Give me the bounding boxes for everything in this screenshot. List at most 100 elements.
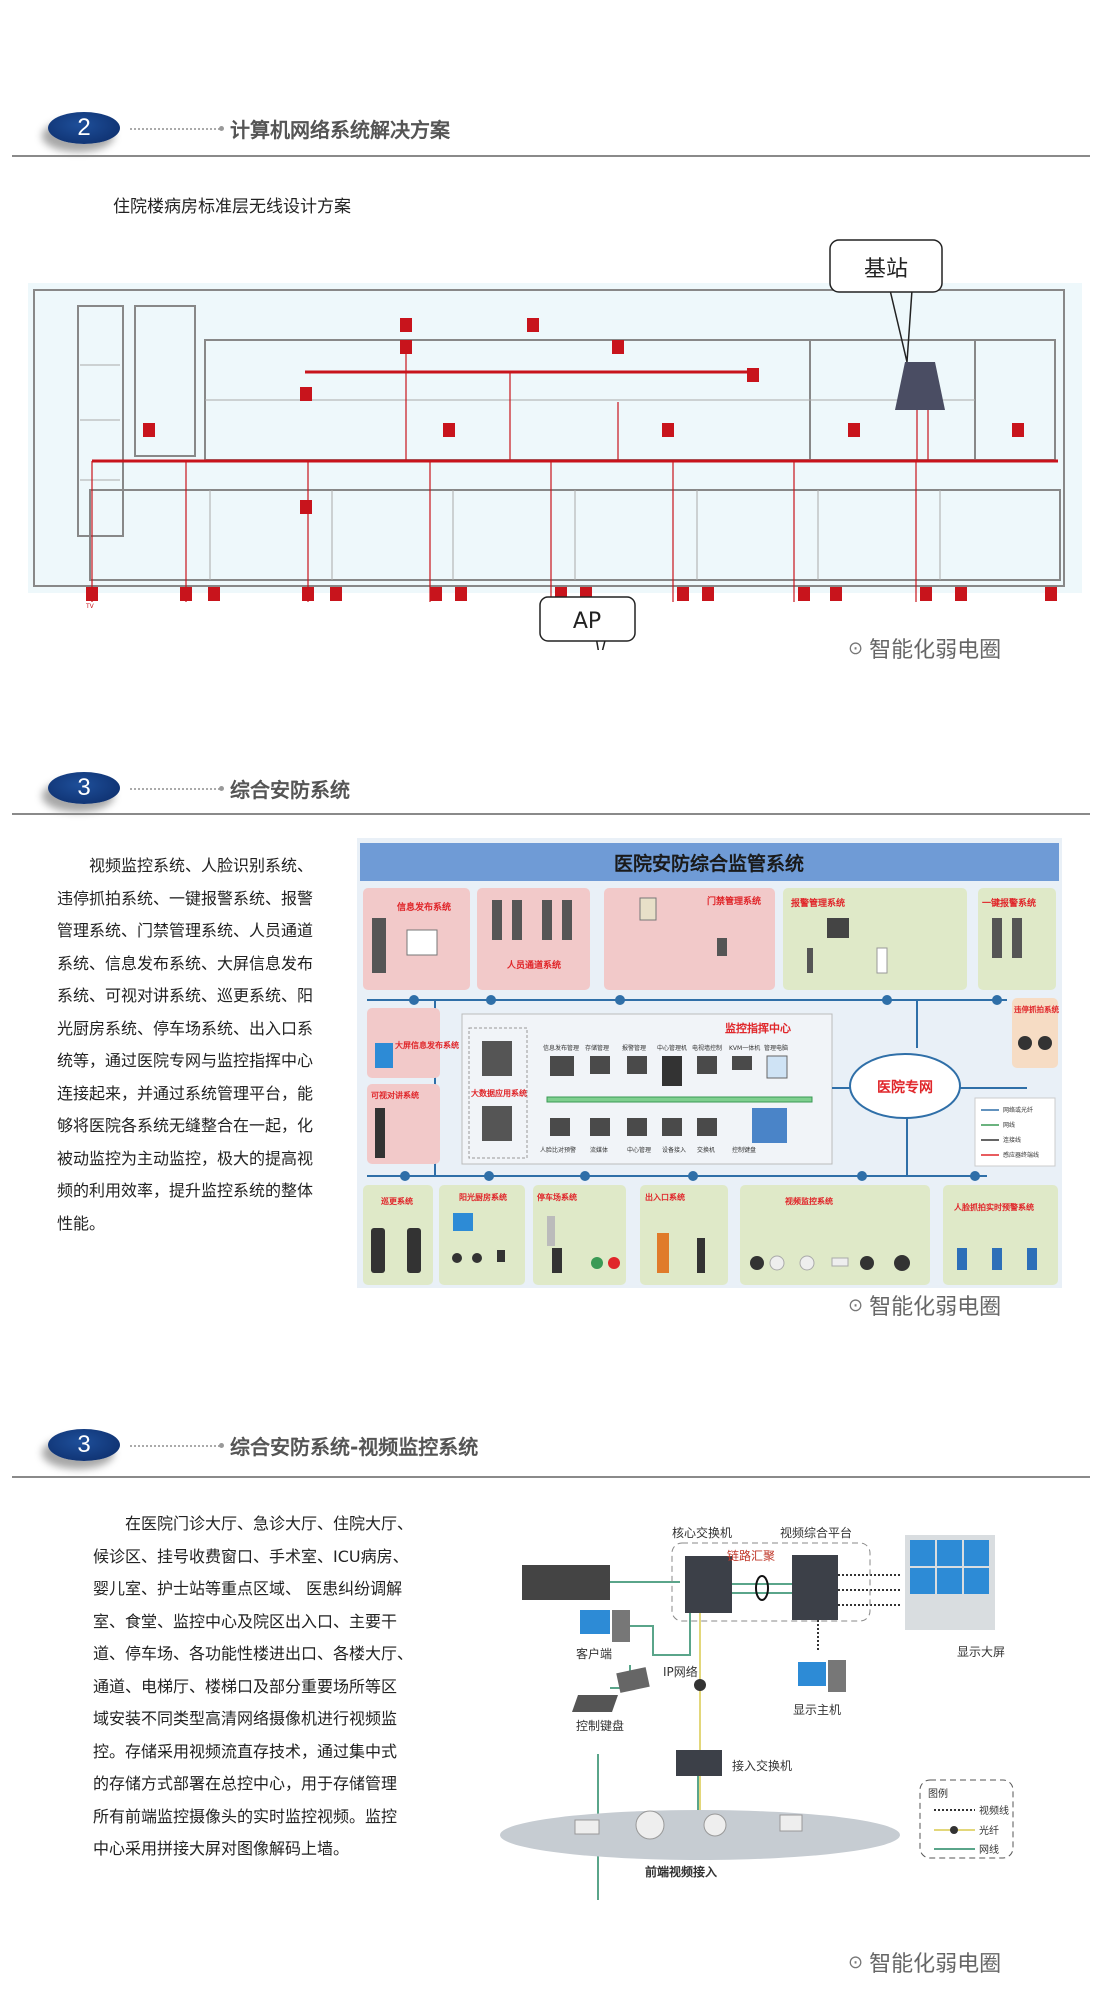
- text-line: 域安装不同类型高清网络摄像机进行视频监: [93, 1709, 398, 1728]
- panel-title: 违停抓拍系统: [1014, 1004, 1059, 1014]
- bigdata-label: 大数据应用系统: [471, 1088, 527, 1098]
- device-label: 报警管理: [622, 1044, 646, 1052]
- section-divider-dots: [130, 1443, 224, 1448]
- control-keyboard-icon: [572, 1695, 618, 1712]
- section-number-badge: 2: [48, 112, 120, 144]
- ip-network-switch-icon: [616, 1667, 650, 1693]
- control-keyboard-label: 控制键盘: [576, 1718, 624, 1733]
- text-line: 通道、电梯厅、楼梯口及部分重要场所等区: [93, 1676, 398, 1696]
- control-center-title: 监控指挥中心: [725, 1021, 791, 1035]
- panel-title: 视频监控系统: [785, 1196, 833, 1206]
- frontend-label: 前端视频接入: [645, 1864, 717, 1879]
- device-label: 管理电脑: [764, 1044, 788, 1052]
- section-rule: [12, 1476, 1090, 1478]
- access-switch-icon: [676, 1750, 722, 1776]
- panel-title: 大屏信息发布系统: [395, 1040, 459, 1050]
- link-aggregation-ring: [755, 1575, 769, 1601]
- watermark: ⊙ 智能化弱电圈: [848, 632, 1001, 664]
- watermark: ⊙ 智能化弱电圈: [848, 1289, 1001, 1321]
- client-pc-icon: [580, 1610, 610, 1634]
- legend-label: 光纤: [979, 1824, 999, 1837]
- panel-title: 一键报警系统: [982, 897, 1036, 909]
- section-rule: [12, 813, 1090, 815]
- text-line: 在医院门诊大厅、急诊大厅、住院大厅、: [125, 1514, 414, 1533]
- text-line: 所有前端监控摄像头的实时监控视频。监控: [93, 1806, 398, 1826]
- device-label: 交换机: [697, 1146, 715, 1154]
- watermark-text: 智能化弱电圈: [869, 1295, 1002, 1320]
- legend-label: 网络或光纤: [1003, 1106, 1033, 1114]
- panel-title: 报警管理系统: [791, 897, 845, 909]
- text-line: 系统、可视对讲系统、巡更系统、阳: [57, 986, 314, 1005]
- device-label: 流媒体: [590, 1146, 608, 1154]
- text-line: 管理系统、门禁管理系统、人员通道: [57, 921, 314, 940]
- video-platform-label: 视频综合平台: [780, 1525, 852, 1540]
- section-divider-dots: [130, 126, 224, 131]
- device-label: 存储管理: [585, 1044, 609, 1052]
- security-description: 视频监控系统、人脸识别系统、 违停抓拍系统、一键报警系统、报警 管理系统、门禁管…: [57, 850, 313, 1240]
- diagram-title-bar: [360, 843, 1059, 881]
- text-line: 被动监控为主动监控，极大的提高视: [57, 1148, 314, 1168]
- panel-title: 停车场系统: [537, 1192, 577, 1202]
- device-label: 电视墙控制: [692, 1044, 722, 1052]
- ap-callout: [539, 596, 636, 642]
- display-wall-label: 显示大屏: [957, 1645, 1005, 1659]
- text-line: 的存储方式部署在总控中心，用于存储管理: [93, 1774, 398, 1793]
- wechat-icon: ⊙: [848, 1294, 864, 1316]
- watermark-text: 智能化弱电圈: [869, 638, 1002, 663]
- section-title: 综合安防系统-视频监控系统: [230, 1435, 479, 1459]
- base-station-icon: [895, 362, 945, 410]
- floorplan-subtitle: 住院楼病房标准层无线设计方案: [113, 197, 351, 217]
- legend-label: 网线: [979, 1843, 999, 1856]
- panel-title: 阳光厨房系统: [459, 1192, 507, 1202]
- section-title: 计算机网络系统解决方案: [230, 118, 450, 142]
- link-aggregation-box: [671, 1542, 871, 1622]
- text-line: 道、停车场、各功能性楼进出口、各楼大厅、: [93, 1644, 414, 1663]
- ap-callout-label: AP: [573, 609, 601, 634]
- device-label: 信息发布管理: [543, 1044, 579, 1052]
- fiber-connector-icon: [694, 1679, 706, 1691]
- text-line: 系统、信息发布系统、大屏信息发布: [57, 953, 314, 973]
- text-line: 统等，通过医院专网与监控指挥中心: [57, 1051, 314, 1070]
- security-system-diagram: 医院安防综合监管系统 信息发布系统 人员通道系统 门禁管理系统 报警管理系统 一…: [357, 838, 1062, 1288]
- device-label: 中心管理机: [657, 1044, 687, 1052]
- video-surveillance-diagram: 核心交换机 视频综合平台 链路汇聚 显示大屏 客户端 IP网络 控制键盘 显示主…: [500, 1525, 1014, 1900]
- legend-title: 图例: [928, 1787, 948, 1800]
- core-switch-label: 核心交换机: [672, 1525, 732, 1540]
- device-label: 中心管理: [627, 1146, 651, 1154]
- display-host-label: 显示主机: [793, 1703, 841, 1717]
- wechat-icon: ⊙: [848, 1951, 864, 1973]
- legend-label: 连接线: [1003, 1136, 1021, 1144]
- watermark: ⊙ 智能化弱电圈: [848, 1946, 1001, 1978]
- video-platform-icon: [792, 1555, 838, 1620]
- text-line: 室、食堂、监控中心及院区出入口、主要干: [93, 1611, 398, 1631]
- legend-label: 网线: [1003, 1121, 1015, 1129]
- frontend-cloud: [500, 1810, 900, 1860]
- text-line: 控。存储采用视频流直存技术，通过集中式: [93, 1741, 398, 1761]
- hospital-network-cloud: [849, 1053, 961, 1119]
- legend-label: 视频线: [979, 1804, 1009, 1817]
- section-number-badge: 3: [48, 1429, 120, 1461]
- text-line: 够将医院各系统无缝整合在一起，化: [57, 1116, 314, 1135]
- tv-outlet-label: TV: [85, 603, 95, 610]
- panel-title: 门禁管理系统: [707, 895, 761, 907]
- text-line: 性能。: [57, 1213, 106, 1233]
- storage-device-icon: [522, 1565, 610, 1600]
- text-line: 婴儿室、护士站等重点区域、 医患纠纷调解: [93, 1579, 403, 1598]
- text-line: 频的利用效率，提升监控系统的整体: [57, 1181, 314, 1200]
- cloud-label: 医院专网: [877, 1079, 933, 1096]
- wechat-icon: ⊙: [848, 637, 864, 659]
- text-line: 连接起来，并通过系统管理平台，能: [57, 1083, 314, 1103]
- text-line: 候诊区、挂号收费窗口、手术室、ICU病房、: [93, 1546, 409, 1566]
- panel-title: 人员通道系统: [506, 959, 561, 971]
- legend: [919, 1779, 1014, 1859]
- display-host-icon: [798, 1662, 826, 1686]
- panel-title: 出入口系统: [645, 1192, 685, 1202]
- device-label: KVM一体机: [729, 1044, 760, 1052]
- legend-label: 感应器终端线: [1003, 1151, 1039, 1159]
- section-rule: [12, 155, 1090, 157]
- access-switch-label: 接入交换机: [732, 1758, 792, 1773]
- device-label: 控制键盘: [732, 1146, 756, 1154]
- section-number-badge: 3: [48, 772, 120, 804]
- diagram-title: 医院安防综合监管系统: [614, 852, 804, 875]
- base-station-callout: [829, 239, 943, 293]
